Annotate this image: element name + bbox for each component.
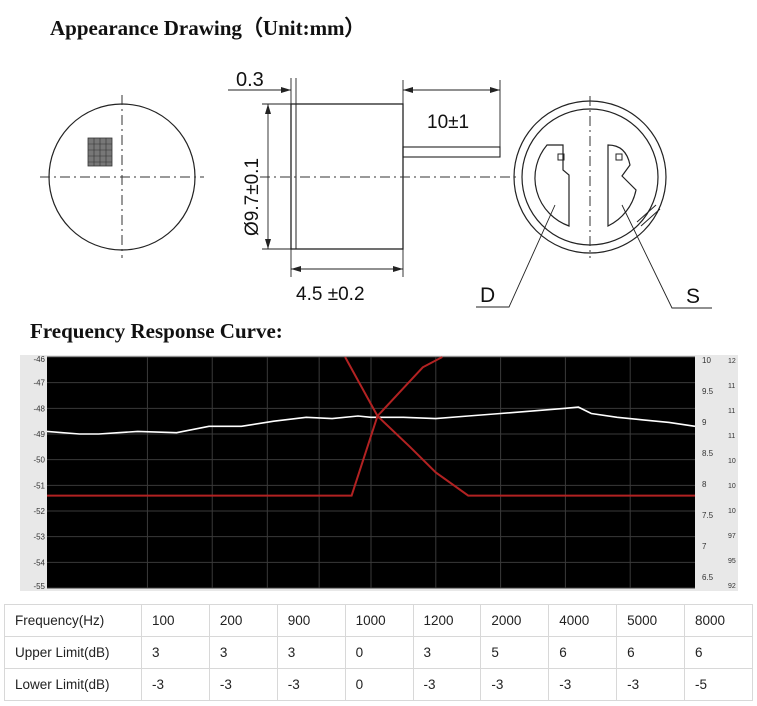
row-header-cell: Frequency(Hz) [4,604,142,637]
table-cell: 3 [141,636,210,669]
rear-view [476,96,712,309]
table-cell: -3 [616,668,685,701]
table-cell: 100 [141,604,210,637]
series-line-2 [344,356,695,497]
appearance-drawing-title: Appearance Drawing（Unit:mm） [50,16,366,40]
left-tick-label-2: -48 [33,404,45,413]
table-cell: 1200 [412,604,482,637]
right-outer-tick-label-7: 97 [728,533,736,540]
left-tick-label-3: -49 [33,430,45,439]
table-cell: -3 [141,668,210,701]
right-inner-tick-label-3: 8.5 [702,449,714,458]
right-outer-tick-label-2: 11 [728,408,735,415]
table-cell: 0 [344,636,414,669]
left-tick-label-7: -53 [33,533,45,542]
dim-height-label: 4.5 ±0.2 [296,284,365,305]
right-outer-tick-label-5: 10 [728,483,736,490]
drain-pin-label: D [480,284,495,307]
table-cell: 0 [344,668,414,701]
left-tick-label-5: -51 [33,481,45,490]
row-header-cell: Upper Limit(dB) [4,636,142,669]
table-cell: -5 [684,668,753,701]
right-inner-tick-label-1: 9.5 [702,387,714,396]
table-cell: 8000 [684,604,753,637]
left-axis-ticks: -46 -47 -48 -49 -50 -51 -52 -53 -54 -55 [33,355,45,591]
table-cell: 6 [548,636,618,669]
left-tick-label-4: -50 [33,456,45,465]
table-cell: 1000 [344,604,414,637]
side-view [228,78,520,277]
table-cell: 200 [208,604,278,637]
frequency-response-title: Frequency Response Curve: [30,319,283,343]
right-inner-tick-label-6: 7 [702,542,707,551]
dim-thickness-label: 0.3 [236,69,264,91]
right-inner-tick-label-0: 10 [702,356,711,365]
frequency-response-chart: -46 -47 -48 -49 -50 -51 -52 -53 -54 -55 10 9.5 9 8.5… [20,355,738,591]
table-cell: 6 [616,636,685,669]
right-outer-tick-label-1: 11 [728,383,735,390]
left-tick-label-9: -55 [33,582,45,591]
right-inner-tick-label-7: 6.5 [702,573,714,582]
table-cell: 5000 [616,604,685,637]
table-cell: -3 [480,668,550,701]
table-cell: 4000 [548,604,618,637]
table-cell: 3 [412,636,482,669]
right-axis-outer-ticks: 12 11 11 11 10 10 10 97 95 92 [728,358,736,590]
table-cell: 6 [684,636,753,669]
table-cell: -3 [412,668,482,701]
dim-diameter-label: Ø9.7±0.1 [242,158,263,236]
table-cell: 5 [480,636,550,669]
right-inner-tick-label-2: 9 [702,418,707,427]
table-cell: -3 [276,668,346,701]
table-cell: 3 [276,636,346,669]
appearance-drawing: 0.3 Ø9.7±0.1 4.5 ±0.2 10±1 D S [40,69,712,309]
table-cell: 3 [208,636,278,669]
table-cell: 900 [276,604,346,637]
right-outer-tick-label-8: 95 [728,558,736,565]
front-view [40,95,204,258]
right-outer-tick-label-6: 10 [728,508,736,515]
left-tick-label-1: -47 [33,379,45,388]
chart-series [46,356,696,497]
right-outer-tick-label-9: 92 [728,583,736,590]
table-cell: -3 [208,668,278,701]
right-outer-tick-label-4: 10 [728,458,736,465]
left-tick-label-0: -46 [33,355,45,364]
right-outer-tick-label-3: 11 [728,433,735,440]
source-pin-label: S [686,285,700,308]
right-inner-tick-label-4: 8 [702,480,707,489]
table-cell: 2000 [480,604,550,637]
left-tick-label-6: -52 [33,507,45,516]
series-line-0 [46,406,696,435]
row-header-cell: Lower Limit(dB) [4,668,142,701]
right-inner-tick-label-5: 7.5 [702,511,714,520]
right-axis-inner-ticks: 10 9.5 9 8.5 8 7.5 7 6.5 [702,356,714,582]
left-tick-label-8: -54 [33,558,45,567]
dim-lead-label: 10±1 [427,112,469,133]
chart-grid [47,356,695,589]
table-cell: -3 [548,668,618,701]
right-outer-tick-label-0: 12 [728,358,736,365]
